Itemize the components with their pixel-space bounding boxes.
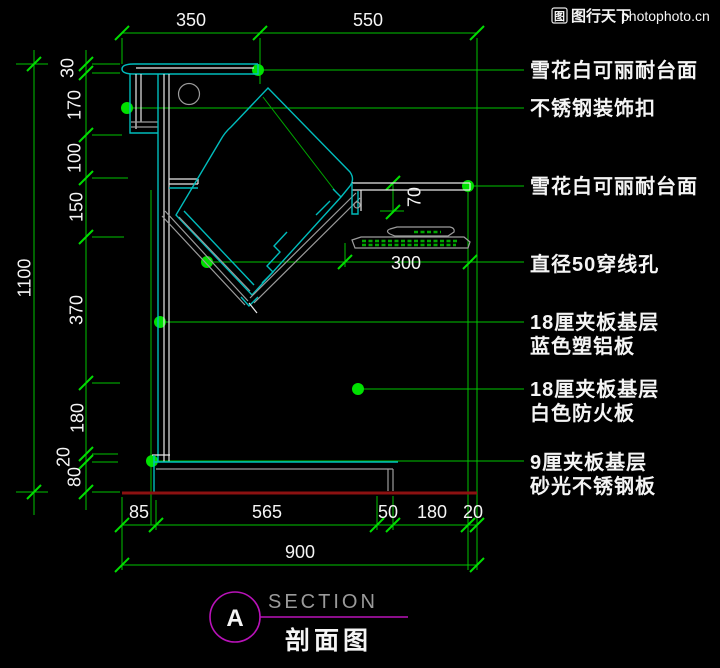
tick-marks <box>114 25 485 41</box>
tick-marks <box>114 517 485 573</box>
callout-white-board-2: 白色防火板 <box>530 401 635 425</box>
leader-dot-steel-trim <box>121 102 133 114</box>
monitor-highlight-line <box>262 96 337 193</box>
keyboard-profile <box>351 236 471 249</box>
counter-top <box>121 63 259 75</box>
title-english: SECTION <box>268 591 378 613</box>
callout-countertop-2: 雪花白可丽耐台面 <box>530 174 698 198</box>
dimension-left-segments: 30 170 100 150 370 180 20 80 <box>53 50 152 525</box>
watermark-brand: 图行天下 <box>571 7 631 25</box>
callout-blue-panel-1: 18厘夹板基层 <box>530 310 659 334</box>
tick-marks <box>78 56 94 500</box>
callout-labels: 雪花白可丽耐台面 不锈钢装饰扣 雪花白可丽耐台面 直径50穿线孔 18厘夹板基层… <box>530 58 698 498</box>
dim-left-170: 170 <box>64 90 84 120</box>
leader-dot-steel-kick <box>146 455 158 467</box>
dim-top-550: 550 <box>353 10 383 30</box>
dim-top-350: 350 <box>176 10 206 30</box>
watermark-site: photophoto.cn <box>621 8 710 24</box>
callout-blue-panel-2: 蓝色塑铝板 <box>530 334 635 358</box>
shelf-bolt <box>353 201 361 209</box>
leader-dot-cable-hole <box>201 256 213 268</box>
callout-countertop-1: 雪花白可丽耐台面 <box>530 58 698 82</box>
callout-steel-trim: 不锈钢装饰扣 <box>530 96 656 120</box>
desk-structure <box>121 63 477 495</box>
monitor-cradle-boards <box>161 192 361 306</box>
dimension-top: 350 550 <box>114 10 485 570</box>
dim-bottom-85: 85 <box>129 502 149 522</box>
mouse-profile <box>386 226 455 237</box>
monitor <box>175 86 354 297</box>
keyboard-keys <box>362 239 459 247</box>
callout-steel-kick-1: 9厘夹板基层 <box>530 450 647 474</box>
title-chinese: 剖面图 <box>285 627 372 655</box>
leader-dot-white-board <box>352 383 364 395</box>
tick-marks <box>26 56 42 500</box>
dim-left-80: 80 <box>64 467 84 487</box>
dim-left-180: 180 <box>67 403 87 433</box>
dimension-left-total: 1100 <box>14 50 48 515</box>
front-apron <box>129 74 158 134</box>
callout-cable-hole: 直径50穿线孔 <box>530 252 659 276</box>
keyboard-shelf <box>352 182 471 211</box>
dim-bottom-565: 565 <box>252 502 282 522</box>
callout-white-board-1: 18厘夹板基层 <box>530 377 659 401</box>
dim-left-100: 100 <box>64 143 84 173</box>
tick-marks <box>337 254 478 270</box>
dim-bottom-180: 180 <box>417 502 447 522</box>
dim-bottom-50: 50 <box>378 502 398 522</box>
monitor-underside-steps <box>183 188 342 286</box>
watermark-logo-icon <box>551 7 568 24</box>
dimension-bottom: 85 565 50 180 20 900 <box>114 496 485 573</box>
leader-dot-blue-panel <box>154 316 166 328</box>
cable-hole-circle <box>177 82 201 106</box>
leader-lines: 300 <box>121 64 524 467</box>
dim-total-width: 900 <box>285 542 315 562</box>
dim-shelf-edge-70: 70 <box>404 187 424 207</box>
watermark: 图 图行天下 photophoto.cn <box>551 7 710 25</box>
left-shelf-bracket <box>169 178 199 185</box>
title-block: A SECTION 剖面图 <box>209 591 408 655</box>
dim-left-20: 20 <box>53 447 73 467</box>
base-plinth <box>153 455 398 492</box>
dim-left-370: 370 <box>66 295 86 325</box>
section-marker-letter: A <box>226 605 243 632</box>
watermark-logo-char: 图 <box>554 10 565 23</box>
dim-left-150: 150 <box>66 192 86 222</box>
dim-bottom-20: 20 <box>463 502 483 522</box>
dim-left-30: 30 <box>57 58 77 78</box>
dim-keyboard-shelf-300: 300 <box>391 253 421 273</box>
dim-total-height: 1100 <box>14 259 34 298</box>
callout-steel-kick-2: 砂光不锈钢板 <box>530 474 656 498</box>
